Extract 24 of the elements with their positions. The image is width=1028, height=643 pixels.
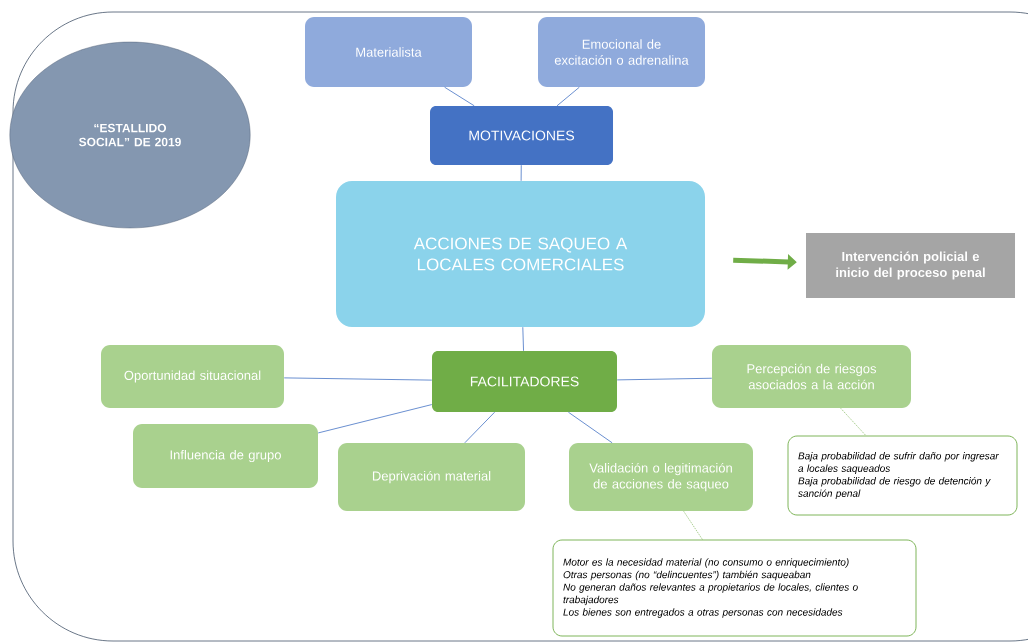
note-box: Baja probabilidad de sufrir daño por ingresar a locales saqueados Baja probabilidad de riesgo de detención y sanción penal (787, 435, 1018, 516)
leader-line (840, 407, 867, 436)
connector-line (568, 411, 613, 444)
facilitator-box: Deprivación material (338, 443, 525, 511)
connector-line (522, 326, 524, 352)
facilitator-box: Percepción de riesgos asociados a la acción (712, 345, 911, 408)
connector-line (317, 404, 433, 434)
note-box: Motor es la necesidad material (no consumo o enriquecimiento) Otras personas (no “delincuentes”) también saqueaban No generan daños relevantes a propietarios de locales, clientes o trabajadores Los bienes son entregados a otras personas con necesidades (552, 539, 917, 637)
motivation-box: Materialista (305, 17, 472, 87)
motivation-box: Emocional de excitación o adrenalina (538, 17, 705, 87)
category-box: MOTIVACIONES (430, 106, 613, 165)
facilitator-box: Influencia de grupo (133, 424, 318, 488)
outcome-box: Intervención policial e inicio del proceso penal (806, 233, 1015, 298)
connector-line (556, 86, 580, 107)
category-box: FACILITADORES (432, 351, 617, 412)
connector-line (616, 377, 713, 381)
central-box: ACCIONES DE SAQUEO A LOCALES COMERCIALES (336, 181, 705, 327)
connector-line (464, 411, 495, 444)
leader-line (683, 510, 703, 540)
connector-line (283, 377, 433, 381)
facilitator-box: Validación o legitimación de acciones de saqueo (569, 443, 753, 511)
facilitator-box: Oportunidad situacional (101, 345, 284, 408)
connector-line (444, 86, 475, 107)
connector-line (520, 164, 522, 182)
